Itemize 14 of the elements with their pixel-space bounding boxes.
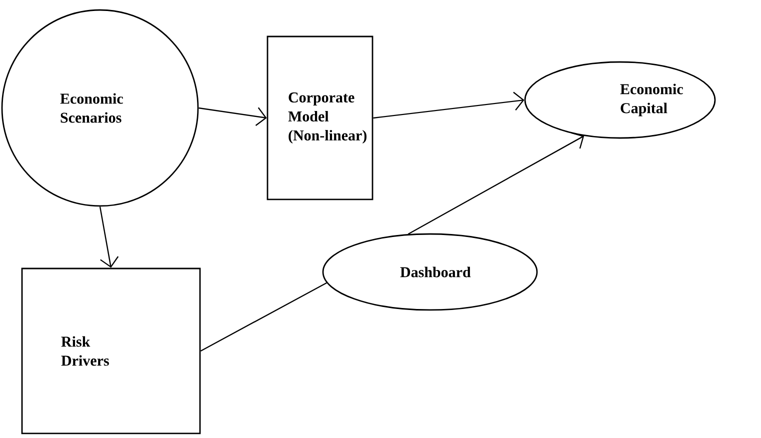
node-label: Risk Drivers: [61, 336, 109, 366]
node-label: Corporate Model (Non-linear): [288, 92, 366, 144]
process-box: [21, 268, 201, 434]
scenario-circle: [1, 9, 199, 207]
process-box: [266, 36, 374, 200]
dashboard-ellipse: [322, 233, 538, 311]
node-label: Dashboard: [400, 266, 471, 278]
node-label: Economic Capital: [620, 84, 683, 116]
arrow: [408, 132, 584, 235]
arrow: [373, 92, 524, 119]
output-ellipse: [524, 61, 716, 139]
node-label: Economic Scenarios: [60, 93, 123, 123]
arrow: [198, 107, 267, 126]
arrow: [99, 206, 119, 268]
